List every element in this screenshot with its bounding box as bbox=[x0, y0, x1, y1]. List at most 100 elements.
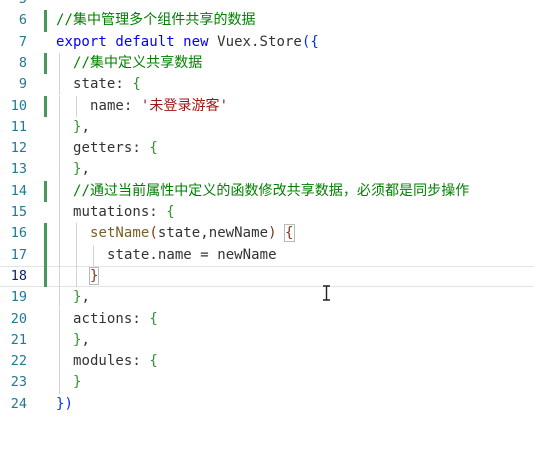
modified-line-marker bbox=[44, 244, 47, 266]
code-text[interactable]: }) bbox=[56, 394, 73, 415]
code-token: ({ bbox=[301, 33, 319, 50]
code-text[interactable]: //集中管理多个组件共享的数据 bbox=[56, 10, 256, 31]
line-number: 22 bbox=[10, 353, 27, 370]
code-token: { bbox=[132, 76, 141, 93]
code-token: '未登录游客' bbox=[140, 97, 229, 114]
code-line[interactable]: 6 //集中管理多个组件共享的数据 bbox=[0, 10, 534, 32]
code-line[interactable]: 7 export default new Vuex.Store({ bbox=[0, 32, 534, 53]
line-number: 23 bbox=[10, 374, 27, 391]
line-number: 19 bbox=[10, 289, 27, 306]
line-number: 9 bbox=[18, 76, 27, 93]
line-number: 24 bbox=[10, 395, 27, 412]
code-comment: //集中定义共享数据 bbox=[73, 54, 203, 71]
code-line[interactable]: 12 getters: { bbox=[0, 138, 534, 160]
code-text[interactable]: }, bbox=[73, 117, 90, 138]
indent-guide bbox=[59, 287, 60, 309]
line-number: 5 bbox=[0, 0, 27, 10]
indent-guide bbox=[59, 95, 60, 117]
indent-guide bbox=[59, 116, 60, 139]
code-line[interactable]: 20 actions: { bbox=[0, 308, 534, 330]
code-token: getters: bbox=[73, 140, 150, 157]
indent-guide bbox=[59, 138, 60, 160]
code-token: state.name = newName bbox=[107, 246, 277, 263]
line-number: 8 bbox=[18, 54, 27, 71]
code-token: name: bbox=[90, 97, 141, 114]
code-line[interactable]: 21}, bbox=[0, 329, 534, 352]
indent-guide bbox=[59, 372, 60, 394]
code-text[interactable]: } bbox=[73, 372, 81, 393]
code-token: { bbox=[149, 140, 158, 157]
code-line[interactable]: 17 state.name = newName bbox=[0, 244, 534, 266]
indent-guide bbox=[59, 52, 60, 75]
line-number: 6 bbox=[18, 12, 27, 29]
code-line[interactable]: 16 setName(state,newName) { bbox=[0, 223, 534, 245]
modified-line-marker bbox=[44, 223, 47, 245]
line-number: 12 bbox=[10, 140, 27, 157]
modified-line-marker bbox=[44, 10, 47, 32]
indent-guide bbox=[59, 244, 60, 266]
code-line[interactable]: 18} bbox=[0, 265, 534, 288]
indent-guide bbox=[93, 244, 94, 266]
line-number: 21 bbox=[10, 331, 27, 348]
line-number: 13 bbox=[10, 161, 27, 178]
line-number: 7 bbox=[18, 33, 27, 50]
code-token: } bbox=[73, 331, 82, 348]
code-token: , bbox=[81, 289, 90, 306]
code-text[interactable]: }, bbox=[73, 330, 90, 351]
code-text[interactable]: modules: { bbox=[73, 351, 158, 372]
code-line[interactable]: 5 bbox=[0, 0, 534, 10]
line-number: 17 bbox=[10, 246, 27, 263]
code-text[interactable]: state.name = newName bbox=[107, 245, 277, 266]
code-token: } bbox=[73, 118, 82, 135]
code-line[interactable]: 23} bbox=[0, 372, 534, 394]
code-line[interactable]: 8 //集中定义共享数据 bbox=[0, 52, 534, 75]
code-token: Vuex.Store bbox=[217, 33, 302, 50]
indent-guide bbox=[59, 180, 60, 202]
code-line[interactable]: 11}, bbox=[0, 116, 534, 139]
code-text[interactable]: } bbox=[88, 266, 100, 287]
code-token: } bbox=[73, 161, 82, 178]
code-text[interactable]: state: { bbox=[73, 74, 141, 95]
code-token: ) bbox=[268, 225, 277, 242]
code-line[interactable]: 24}) bbox=[0, 394, 534, 415]
line-number: 16 bbox=[10, 225, 27, 242]
code-token: , bbox=[81, 118, 90, 135]
code-line[interactable]: 22 modules: { bbox=[0, 351, 534, 373]
code-token: { bbox=[283, 224, 295, 243]
line-number: 20 bbox=[10, 310, 27, 327]
indent-guide bbox=[59, 74, 60, 96]
indent-guide bbox=[59, 265, 60, 288]
line-number: 11 bbox=[10, 118, 27, 135]
indent-guide bbox=[76, 95, 77, 117]
code-text[interactable]: name: '未登录游客' bbox=[90, 96, 228, 117]
code-line[interactable]: 9 state: { bbox=[0, 74, 534, 96]
indent-guide bbox=[76, 244, 77, 266]
code-text[interactable]: setName(state,newName) { bbox=[90, 223, 295, 244]
code-token: state,newName bbox=[157, 225, 269, 242]
code-text[interactable]: getters: { bbox=[73, 138, 158, 159]
line-number: 18 bbox=[10, 267, 27, 284]
code-line[interactable]: 19}, bbox=[0, 287, 534, 309]
code-text[interactable]: mutations: { bbox=[73, 202, 175, 223]
text-cursor-icon bbox=[323, 285, 330, 301]
code-line[interactable]: 14 //通过当前属性中定义的函数修改共享数据，必须都是同步操作 bbox=[0, 180, 534, 202]
code-token: } bbox=[73, 374, 82, 391]
line-number: 14 bbox=[10, 182, 27, 199]
indent-guide bbox=[59, 202, 60, 224]
code-token: { bbox=[149, 353, 158, 370]
indent-guide bbox=[59, 351, 60, 373]
code-line[interactable]: 13}, bbox=[0, 159, 534, 181]
code-comment: //集中管理多个组件共享的数据 bbox=[56, 12, 256, 29]
code-text[interactable]: //集中定义共享数据 bbox=[73, 53, 202, 74]
code-text[interactable]: }, bbox=[73, 159, 90, 180]
code-text[interactable]: actions: { bbox=[73, 309, 158, 330]
code-text[interactable]: }, bbox=[73, 287, 90, 308]
indent-guide bbox=[76, 265, 77, 288]
modified-line-marker bbox=[44, 180, 47, 202]
indent-guide bbox=[76, 223, 77, 245]
code-text[interactable]: //通过当前属性中定义的函数修改共享数据，必须都是同步操作 bbox=[73, 181, 469, 202]
code-text[interactable]: export default new Vuex.Store({ bbox=[56, 32, 319, 53]
